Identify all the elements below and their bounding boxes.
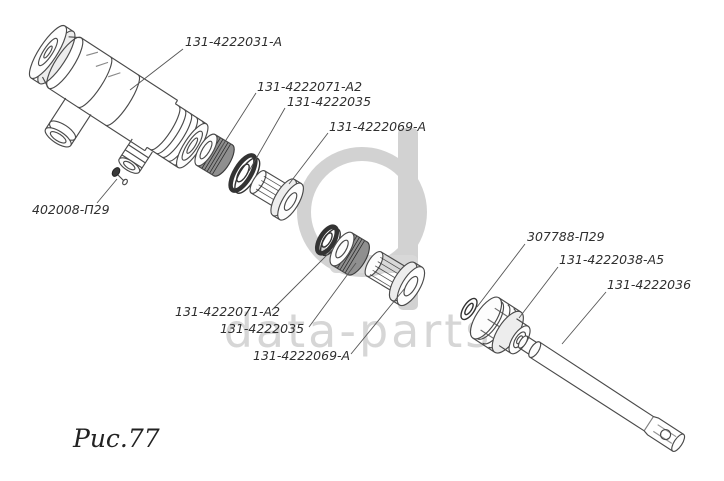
leader-line (476, 243, 526, 308)
rod-131-4222036 (517, 335, 686, 452)
leader-lines (96, 48, 607, 355)
part-label: 131-4222069-А (253, 348, 350, 363)
leader-line (561, 291, 607, 345)
valve-body-131-4222031 (28, 24, 209, 174)
leader-line (248, 107, 286, 172)
leader-line (308, 262, 357, 328)
leader-line (129, 48, 184, 91)
part-label: 131-4222036 (607, 277, 691, 292)
leader-line (218, 92, 257, 152)
leader-line (518, 266, 559, 319)
part-label: 131-4222069-А (329, 119, 426, 134)
ring-307788 (460, 297, 478, 321)
plug-402008 (111, 167, 128, 186)
splined-sleeve-lower (364, 251, 426, 307)
part-label: 402008-П29 (32, 202, 110, 217)
part-label: 131-4222031-А (185, 34, 282, 49)
leader-line (271, 249, 333, 311)
splined-sleeve-upper (249, 169, 304, 221)
part-label: 131-4222035 (220, 321, 304, 336)
fitting-131-4222038 (469, 296, 531, 355)
part-label: 307788-П29 (527, 229, 605, 244)
part-label: 131-4222038-А5 (559, 252, 664, 267)
leader-line (96, 178, 118, 204)
figure-caption: Рис.77 (72, 424, 160, 453)
part-label: 131-4222035 (287, 94, 371, 109)
retainer-nut-lower (329, 231, 370, 276)
leader-line (288, 132, 329, 185)
part-label: 131-4222071-А2 (257, 79, 362, 94)
watermark-text: data-parts (224, 304, 493, 358)
retainer-nut-upper (194, 133, 235, 177)
leader-line (350, 287, 406, 355)
part-label: 131-4222071-А2 (175, 304, 280, 319)
